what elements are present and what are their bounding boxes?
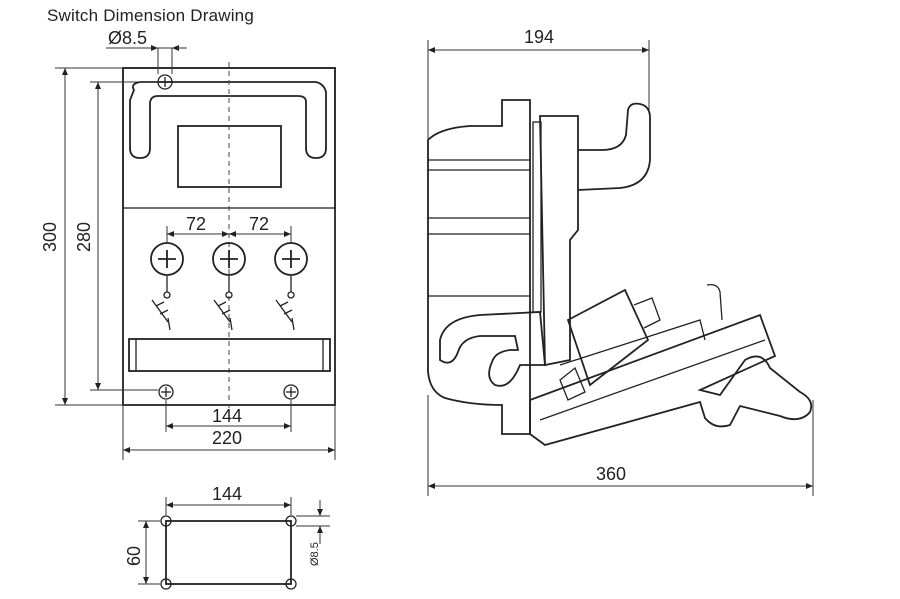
handle-loop	[129, 81, 327, 159]
dim-pole-spacing-2: 72	[249, 214, 269, 234]
template-hole-tr	[285, 515, 297, 527]
template-rectangle	[165, 520, 292, 585]
side-hinge-bar	[532, 121, 542, 313]
template-hole-tl	[160, 515, 172, 527]
bottom-mount-hole-left	[158, 384, 174, 400]
dim-height-300: 300	[40, 222, 60, 252]
dim-side-depth: 194	[524, 27, 554, 47]
mounting-template: 144 60 Ø8.5	[124, 484, 330, 590]
switch-symbol-3	[275, 276, 295, 331]
side-view: 194 360	[427, 27, 814, 496]
dim-template-height: 60	[124, 546, 144, 566]
terminal-2	[212, 242, 246, 276]
dim-template-hole: Ø8.5	[309, 542, 321, 566]
dim-hole-diameter: Ø8.5	[108, 28, 147, 48]
template-hole-bl	[160, 578, 172, 590]
side-base-bracket	[529, 313, 813, 446]
switch-symbol-1	[151, 276, 171, 331]
drawing-title: Switch Dimension Drawing	[47, 6, 254, 25]
side-hook	[439, 311, 546, 387]
side-front-plate	[539, 115, 579, 367]
front-view: Ø8.5 300 280 72 72 144 220	[40, 28, 336, 460]
dim-mount-spacing: 144	[212, 406, 242, 426]
template-hole-br	[285, 578, 297, 590]
dim-height-280: 280	[74, 222, 94, 252]
bottom-bar	[128, 338, 331, 372]
dim-pole-spacing-1: 72	[186, 214, 206, 234]
dim-width-220: 220	[212, 428, 242, 448]
terminal-3	[274, 242, 308, 276]
side-handle	[577, 102, 651, 191]
side-motor-block	[566, 288, 650, 387]
side-housing	[427, 99, 531, 435]
terminal-1	[150, 242, 184, 276]
bottom-mount-hole-right	[283, 384, 299, 400]
dim-template-width: 144	[212, 484, 242, 504]
dim-side-length: 360	[596, 464, 626, 484]
switch-symbol-2	[213, 276, 233, 331]
